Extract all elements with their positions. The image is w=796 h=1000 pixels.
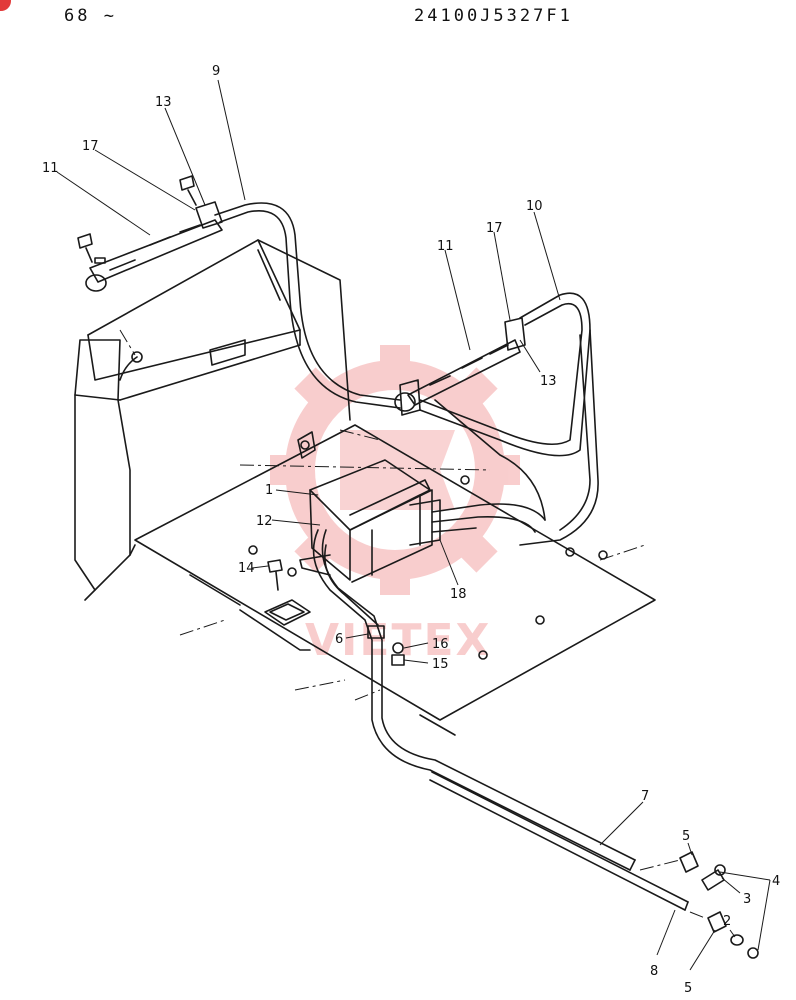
callout-5-lower: 5 xyxy=(684,981,692,996)
callout-12: 12 xyxy=(256,514,273,529)
leader-lines xyxy=(56,79,771,971)
slotted-bracket-11-right xyxy=(394,339,521,412)
serial-range-label: 68 ~ xyxy=(64,6,117,26)
callout-17-left: 17 xyxy=(82,139,99,154)
watermark-text: VIETEX xyxy=(305,615,491,666)
heater-hose-18 xyxy=(409,499,546,546)
callout-14: 14 xyxy=(238,561,255,576)
heater-pipe-10 xyxy=(419,292,599,546)
callout-13-left: 13 xyxy=(155,95,172,110)
callout-8: 8 xyxy=(650,964,658,979)
callout-4: 4 xyxy=(772,874,780,889)
callout-10: 10 xyxy=(526,199,543,214)
clamp-center xyxy=(399,379,421,416)
centerlines xyxy=(119,329,706,919)
callout-1: 1 xyxy=(265,483,273,498)
heater-unit xyxy=(299,459,433,583)
callout-16: 16 xyxy=(432,637,449,652)
heater-pipe-9 xyxy=(214,202,401,409)
clamp-17-right xyxy=(504,317,526,351)
callout-7: 7 xyxy=(641,789,649,804)
hose-clamp-5-lower xyxy=(707,911,727,933)
callout-2: 2 xyxy=(723,914,731,929)
washer-nut-15-16 xyxy=(391,642,405,666)
clamp-17-left xyxy=(195,201,223,229)
slotted-bracket-11-left xyxy=(85,219,223,292)
floor-plate xyxy=(134,424,656,736)
callout-3: 3 xyxy=(743,892,751,907)
heater-hose-7 xyxy=(312,529,636,871)
callout-17-right: 17 xyxy=(486,221,503,236)
callout-6: 6 xyxy=(335,632,343,647)
callout-11-left: 11 xyxy=(42,161,59,176)
callout-11-right: 11 xyxy=(437,239,454,254)
cabin-panel xyxy=(74,239,351,601)
callout-13-right: 13 xyxy=(540,374,557,389)
watermark-gear-icon xyxy=(270,345,520,595)
drawing-number: 24100J5327F1 xyxy=(414,6,573,26)
valve-2 xyxy=(730,934,759,959)
corner-badge: 4 xyxy=(0,0,11,11)
part-callouts: 9 13 17 11 10 11 17 13 1 12 14 18 6 16 1… xyxy=(42,64,780,996)
bolt-14 xyxy=(267,559,283,591)
callout-5-upper: 5 xyxy=(682,829,690,844)
hose-clamp-5-upper xyxy=(679,851,699,873)
callout-15: 15 xyxy=(432,657,449,672)
callout-18: 18 xyxy=(450,587,467,602)
callout-9: 9 xyxy=(212,64,220,79)
grommet-6 xyxy=(367,625,385,639)
heater-hose-8 xyxy=(429,771,689,911)
hose-fitting-3 xyxy=(701,864,726,891)
bolt-13-left xyxy=(77,175,197,264)
